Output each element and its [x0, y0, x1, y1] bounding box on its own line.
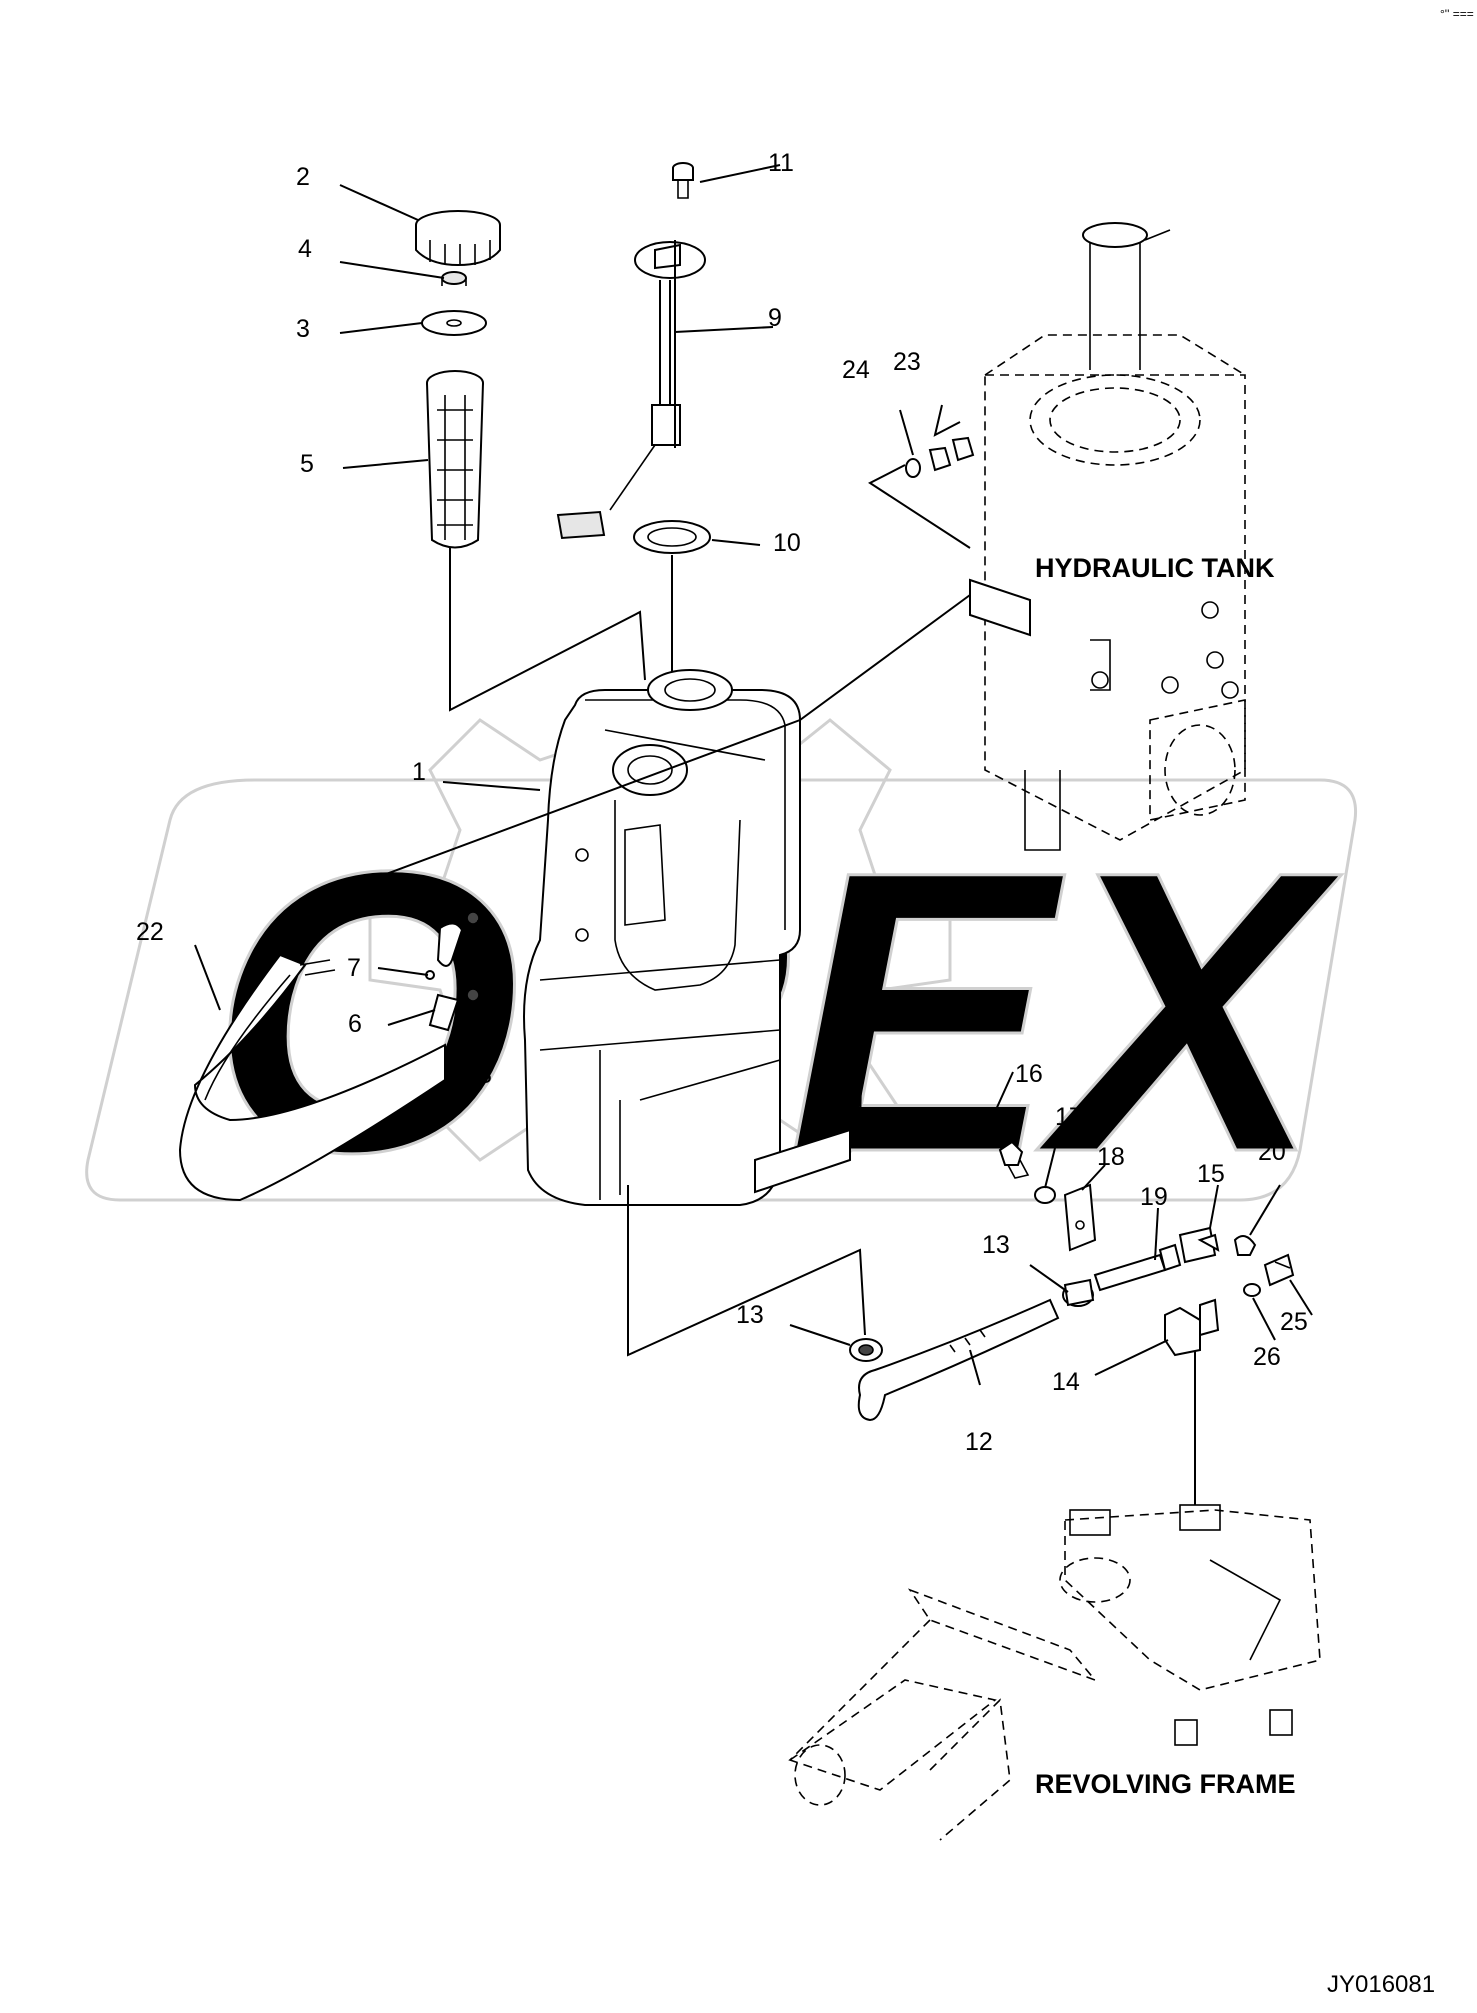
reference-code: JY016081	[1327, 1971, 1435, 1998]
hydraulic-tank-outline	[969, 222, 1246, 851]
callout-26: 26	[1253, 1343, 1281, 1371]
tank-strap	[178, 953, 446, 1202]
callout-4: 4	[298, 235, 312, 263]
callout-13a: 13	[736, 1301, 764, 1329]
callout-8b: 8	[478, 1061, 492, 1089]
filler-cap	[415, 210, 501, 267]
hose-clamp-lower	[849, 1338, 883, 1362]
fuel-level-sender	[556, 241, 706, 540]
callout-25: 25	[1280, 1308, 1308, 1336]
hose-clamp-upper	[1062, 1278, 1095, 1307]
callout-18: 18	[1097, 1143, 1125, 1171]
callout-21: 21	[840, 996, 868, 1024]
callout-14: 14	[1052, 1368, 1080, 1396]
callout-24: 24	[842, 356, 870, 384]
fuel-tank	[523, 669, 801, 1206]
callout-2: 2	[296, 163, 310, 191]
callout-20: 20	[1258, 1138, 1286, 1166]
fuel-strainer	[426, 370, 484, 549]
callout-15: 15	[1197, 1160, 1225, 1188]
callout-7: 7	[347, 954, 361, 982]
callout-22: 22	[136, 918, 164, 946]
callout-numbers: 2 4 3 5 11 9 10 1 22 7 6 8 8 21 23 24 16…	[136, 149, 1308, 1456]
hydraulic-tank-label: HYDRAULIC TANK	[1035, 553, 1275, 583]
callout-9: 9	[768, 304, 782, 332]
callout-5: 5	[300, 450, 314, 478]
sender-gasket	[633, 520, 711, 554]
callout-13b: 13	[982, 1231, 1010, 1259]
callout-6: 6	[348, 1010, 362, 1038]
callout-8a: 8	[483, 946, 497, 974]
small-fasteners-left	[425, 911, 480, 1032]
callout-23: 23	[893, 348, 921, 376]
callout-3: 3	[296, 315, 310, 343]
revolving-frame-label: REVOLVING FRAME	[1035, 1769, 1296, 1799]
callout-12: 12	[965, 1428, 993, 1456]
callout-11: 11	[768, 149, 794, 177]
callout-10: 10	[773, 529, 801, 557]
cap-plug	[441, 271, 467, 286]
callout-19: 19	[1140, 1183, 1168, 1211]
callout-16: 16	[1015, 1060, 1043, 1088]
callout-17: 17	[1055, 1103, 1083, 1131]
callout-1: 1	[412, 758, 426, 786]
corner-mark: °'' ===	[1440, 7, 1474, 21]
cap-gasket	[421, 310, 487, 336]
nut-washer-23-24	[905, 436, 975, 478]
warning-label	[754, 1128, 851, 1194]
leader-lines	[194, 164, 1313, 1386]
revolving-frame-outline	[788, 1345, 1321, 1841]
bracket-hardware	[998, 1140, 1295, 1357]
drain-hose	[857, 1298, 1060, 1422]
sender-bolt	[672, 162, 694, 199]
